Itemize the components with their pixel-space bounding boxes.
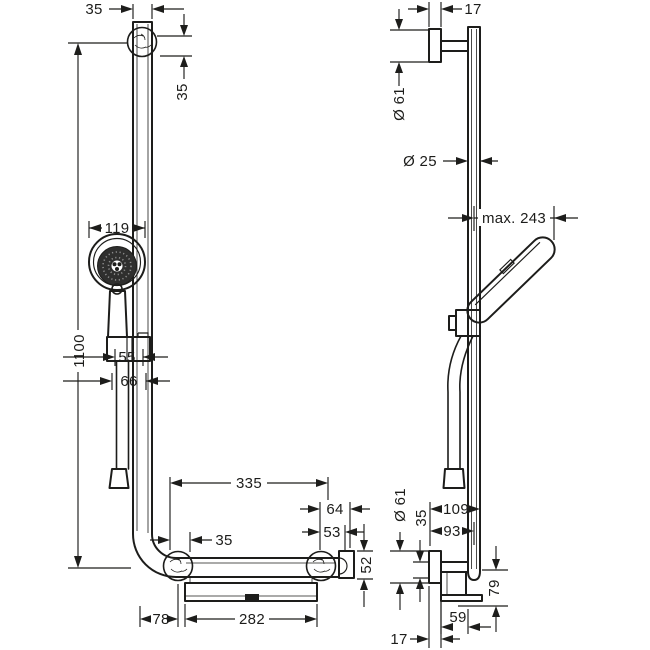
dim-shelf-79-label: 79 (486, 579, 503, 596)
dim-depth-109-label: 109 (443, 501, 469, 518)
dim-plate-17-bottom-label: 17 (390, 631, 407, 648)
hand-shower-front (88, 233, 146, 338)
wall-bracket-top-side (428, 28, 469, 63)
shower-hose-side (442, 335, 474, 489)
dim-arm-35-label: 35 (413, 509, 430, 526)
dim-rail-length: 1100 (68, 42, 131, 569)
hose-end-fitting-front (108, 468, 130, 489)
dim-top-offset: 35 (85, 1, 184, 19)
bar-end-piece-front (338, 550, 355, 579)
dim-shelf-282: 282 (184, 604, 318, 628)
dim-top-drop-label: 35 (174, 83, 191, 100)
dim-arm-35: 35 (413, 509, 430, 602)
dim-plate-dia-bottom-label: Ø 61 (392, 488, 409, 522)
dim-depth-93-label: 93 (443, 523, 460, 540)
dim-end-52: 52 (357, 524, 375, 607)
dim-head-diameter-label: 119 (105, 220, 130, 237)
dim-plate-17-bottom: 17 (390, 586, 460, 648)
shelf-front (184, 577, 318, 602)
dim-depth-109: 109 (429, 501, 480, 546)
dim-end-53: 53 (302, 524, 364, 552)
dim-bend-78-label: 78 (152, 611, 169, 628)
dim-end-52-label: 52 (358, 556, 375, 573)
dim-plate-dia-bottom: Ø 61 (390, 488, 428, 610)
dim-rail-length-label: 1100 (71, 334, 88, 367)
side-view: 17 Ø 61 Ø 25 max. 243 109 (390, 1, 578, 648)
dim-depth-93: 93 (430, 522, 475, 545)
dim-bar-335-label: 335 (236, 475, 262, 492)
dim-max-reach: max. 243 (448, 206, 578, 240)
dim-plate-17-top-label: 17 (464, 1, 481, 18)
front-view: 35 35 1100 119 55 66 (63, 1, 375, 628)
dim-shelf-79: 79 (458, 546, 508, 632)
hand-shower-handle (107, 290, 128, 338)
dim-top-offset-label: 35 (85, 1, 102, 18)
dim-holder-55: 55 (63, 349, 168, 366)
dim-holder-66: 66 (63, 373, 170, 390)
wall-bracket-bottom-side (428, 550, 483, 602)
dim-bend-78: 78 (139, 584, 179, 628)
shower-holder-front (106, 332, 151, 362)
dim-max-reach-label: max. 243 (482, 210, 546, 227)
dim-rail-dia-label: Ø 25 (403, 153, 437, 170)
hose-end-fitting-side (442, 468, 466, 489)
dim-end-64: 64 (300, 501, 370, 550)
dim-plate-dia-top: Ø 61 (390, 9, 428, 121)
dim-holder-55-label: 55 (118, 349, 135, 366)
shower-hose-front (108, 360, 130, 489)
hand-shower-side (466, 236, 556, 324)
dim-plate-17-top: 17 (408, 1, 481, 27)
dim-shelf-282-label: 282 (239, 611, 265, 628)
shelf-clip (245, 594, 259, 601)
dim-head-diameter: 119 (88, 220, 146, 238)
shower-rail-front (132, 21, 340, 578)
dim-bend-35-label: 35 (215, 532, 232, 549)
dim-bend-35: 35 (150, 532, 232, 552)
dim-bar-335: 335 (169, 475, 329, 550)
dim-rail-dia: Ø 25 (403, 153, 498, 170)
shower-rail-side (467, 26, 481, 581)
dim-top-drop: 35 (157, 14, 192, 101)
dim-plate-dia-top-label: Ø 61 (391, 87, 408, 121)
dim-shelf-59-label: 59 (449, 609, 466, 626)
dim-end-64-label: 64 (326, 501, 343, 518)
shower-holder-side (448, 309, 481, 337)
dim-end-53-label: 53 (323, 524, 340, 541)
dim-holder-66-label: 66 (120, 373, 137, 390)
